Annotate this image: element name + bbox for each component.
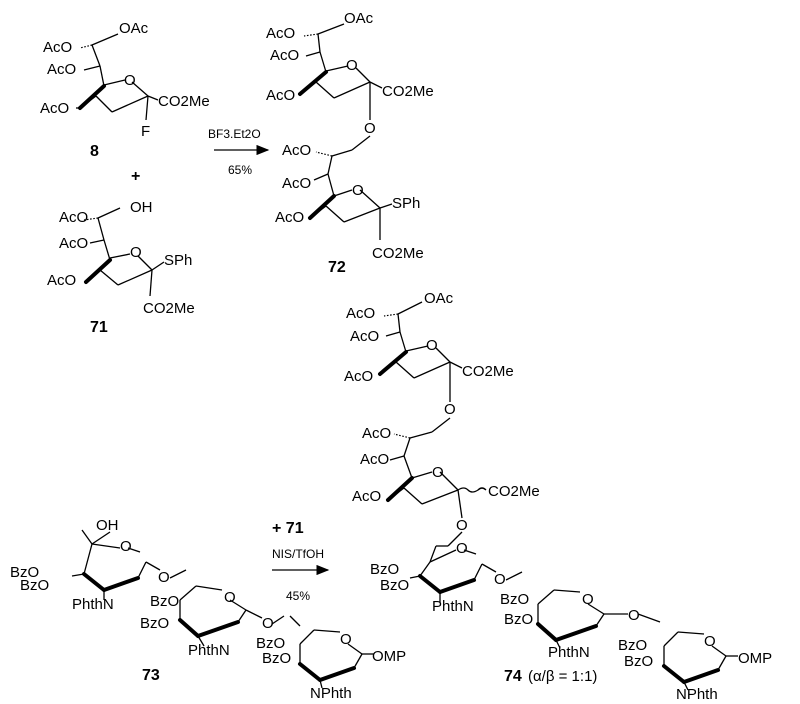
- compound-74-trisaccharide: BzO BzO O O PhthN BzO BzO O O PhthN BzO …: [370, 540, 772, 703]
- group-label: AcO: [360, 451, 389, 468]
- ring-oxygen-label: O: [426, 337, 438, 354]
- group-label: BzO: [150, 593, 179, 610]
- group-label: BzO: [504, 611, 533, 628]
- group-label: AcO: [59, 235, 88, 252]
- ring-oxygen-label: O: [582, 591, 594, 608]
- group-label: CO2Me: [158, 93, 210, 110]
- group-label: PhthN: [188, 642, 230, 659]
- glycosidic-oxygen-label: O: [364, 120, 376, 137]
- group-label: CO2Me: [488, 483, 540, 500]
- group-label: AcO: [270, 47, 299, 64]
- group-label: AcO: [266, 87, 295, 104]
- group-label: BzO: [140, 615, 169, 632]
- group-label: NPhth: [310, 685, 352, 702]
- group-label: PhthN: [432, 598, 474, 615]
- plus-sign: +: [131, 168, 140, 185]
- glycosidic-oxygen-label: O: [444, 401, 456, 418]
- group-label: CO2Me: [462, 363, 514, 380]
- group-label: AcO: [47, 272, 76, 289]
- group-label: SPh: [164, 252, 192, 269]
- compound-number: 74: [504, 668, 522, 685]
- group-label: AcO: [282, 175, 311, 192]
- compound-number: 73: [142, 667, 160, 684]
- compound-number: 71: [90, 319, 108, 336]
- ring-oxygen-label: O: [456, 540, 468, 557]
- anomer-ratio-label: (α/β = 1:1): [528, 668, 597, 685]
- group-label: BzO: [262, 650, 291, 667]
- group-label: AcO: [40, 100, 69, 117]
- group-label: OMP: [738, 650, 772, 667]
- ring-oxygen-label: O: [120, 538, 132, 555]
- group-label: BzO: [256, 635, 285, 652]
- group-label: AcO: [47, 61, 76, 78]
- ring-oxygen-label: O: [130, 244, 142, 261]
- compound-71-structure: OH AcO AcO AcO O SPh CO2Me: [47, 199, 195, 317]
- group-label: NPhth: [676, 686, 718, 703]
- group-label: OH: [96, 517, 119, 534]
- group-label: F: [141, 123, 150, 140]
- group-label: AcO: [59, 209, 88, 226]
- ring-oxygen-label: O: [704, 633, 716, 650]
- ring-oxygen-label: O: [340, 631, 352, 648]
- group-label: BzO: [500, 591, 529, 608]
- ring-oxygen-label: O: [352, 182, 364, 199]
- ring-oxygen-label: O: [224, 589, 236, 606]
- ring-oxygen-label: O: [346, 57, 358, 74]
- linker-oxygen-label: O: [158, 569, 170, 586]
- compound-72-structure: OAc AcO AcO AcO O CO2Me O AcO AcO AcO O …: [266, 10, 434, 262]
- group-label: AcO: [362, 425, 391, 442]
- group-label: AcO: [43, 39, 72, 56]
- reagent-label: NIS/TfOH: [272, 547, 324, 561]
- group-label: BzO: [618, 637, 647, 654]
- group-label: AcO: [346, 305, 375, 322]
- group-label: OH: [130, 199, 153, 216]
- ring-oxygen-label: O: [432, 464, 444, 481]
- group-label: AcO: [266, 25, 295, 42]
- compound-73-structure: OH BzO BzO O O PhthN BzO BzO O O PhthN B…: [10, 517, 406, 702]
- reagent-label: BF3.Et2O: [208, 127, 261, 141]
- ring-oxygen-label: O: [124, 72, 136, 89]
- group-label: OAc: [424, 290, 454, 307]
- compound-number: 72: [328, 259, 346, 276]
- compound-8-structure: OAc AcO AcO AcO O CO2Me F: [40, 20, 210, 140]
- group-label: AcO: [350, 328, 379, 345]
- group-label: CO2Me: [143, 300, 195, 317]
- compound-74-sialyl-dimer: OAc AcO AcO AcO O CO2Me O AcO AcO AcO O …: [344, 290, 540, 547]
- group-label: AcO: [352, 488, 381, 505]
- group-label: PhthN: [72, 596, 114, 613]
- group-label: BzO: [20, 577, 49, 594]
- group-label: SPh: [392, 195, 420, 212]
- group-label: BzO: [624, 653, 653, 670]
- group-label: CO2Me: [382, 83, 434, 100]
- compound-number: 8: [90, 143, 99, 160]
- group-label: CO2Me: [372, 245, 424, 262]
- glycosidic-oxygen-label: O: [456, 517, 468, 534]
- group-label: OAc: [119, 20, 149, 37]
- group-label: AcO: [344, 368, 373, 385]
- group-label: AcO: [275, 209, 304, 226]
- group-label: BzO: [10, 564, 39, 581]
- group-label: PhthN: [548, 644, 590, 661]
- group-label: OMP: [372, 648, 406, 665]
- yield-label: 45%: [286, 589, 310, 603]
- linker-oxygen-label: O: [494, 571, 506, 588]
- linker-oxygen-label: O: [628, 607, 640, 624]
- wavy-bond: [457, 487, 487, 493]
- group-label: BzO: [380, 577, 409, 594]
- linker-oxygen-label: O: [262, 615, 274, 632]
- group-label: AcO: [282, 142, 311, 159]
- yield-label: 65%: [228, 163, 252, 177]
- reagent-add-label: + 71: [272, 520, 304, 537]
- group-label: OAc: [344, 10, 374, 27]
- group-label: BzO: [370, 561, 399, 578]
